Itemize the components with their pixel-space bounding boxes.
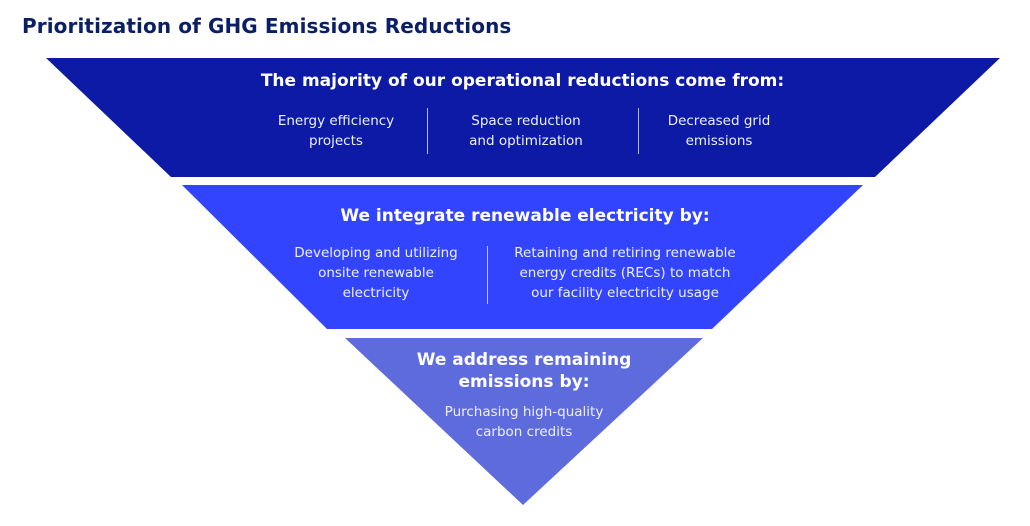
tier-1-band [46, 58, 1000, 177]
item-line: emissions [685, 133, 753, 149]
tier-1-heading: The majority of our operational reductio… [260, 71, 785, 91]
item-line: carbon credits [475, 424, 573, 440]
heading-line: We address remaining [416, 350, 632, 370]
item-line: Decreased grid [667, 113, 771, 129]
divider [427, 108, 428, 154]
tier-3-triangle [345, 338, 703, 505]
tier-3-heading: We address remaining emissions by: [394, 349, 654, 393]
page-title: Prioritization of GHG Emissions Reductio… [22, 14, 512, 38]
item-line: projects [309, 133, 363, 149]
item-line: onsite renewable [318, 265, 434, 281]
item-line: Purchasing high-quality [444, 404, 604, 420]
item-line: electricity [342, 285, 410, 301]
item-line: our facility electricity usage [531, 285, 719, 301]
heading-line: emissions by: [458, 372, 590, 392]
divider [638, 108, 639, 154]
item-line: Energy efficiency [277, 113, 395, 129]
tier-2-band [182, 185, 863, 329]
tier-2-heading: We integrate renewable electricity by: [340, 206, 710, 226]
item-line: Space reduction [471, 113, 581, 129]
item-line: Developing and utilizing [294, 245, 458, 261]
tier-1-item-3: Decreased grid emissions [639, 111, 799, 151]
item-line: and optimization [469, 133, 583, 149]
item-line: energy credits (RECs) to match [519, 265, 731, 281]
tier-3-item-1: Purchasing high-quality carbon credits [424, 402, 624, 442]
tier-2-item-1: Developing and utilizing onsite renewabl… [276, 243, 476, 303]
tier-2-item-2: Retaining and retiring renewable energy … [500, 243, 750, 303]
item-line: Retaining and retiring renewable [514, 245, 736, 261]
tier-1-item-2: Space reduction and optimization [446, 111, 606, 151]
tier-1-item-1: Energy efficiency projects [256, 111, 416, 151]
divider [487, 246, 488, 304]
